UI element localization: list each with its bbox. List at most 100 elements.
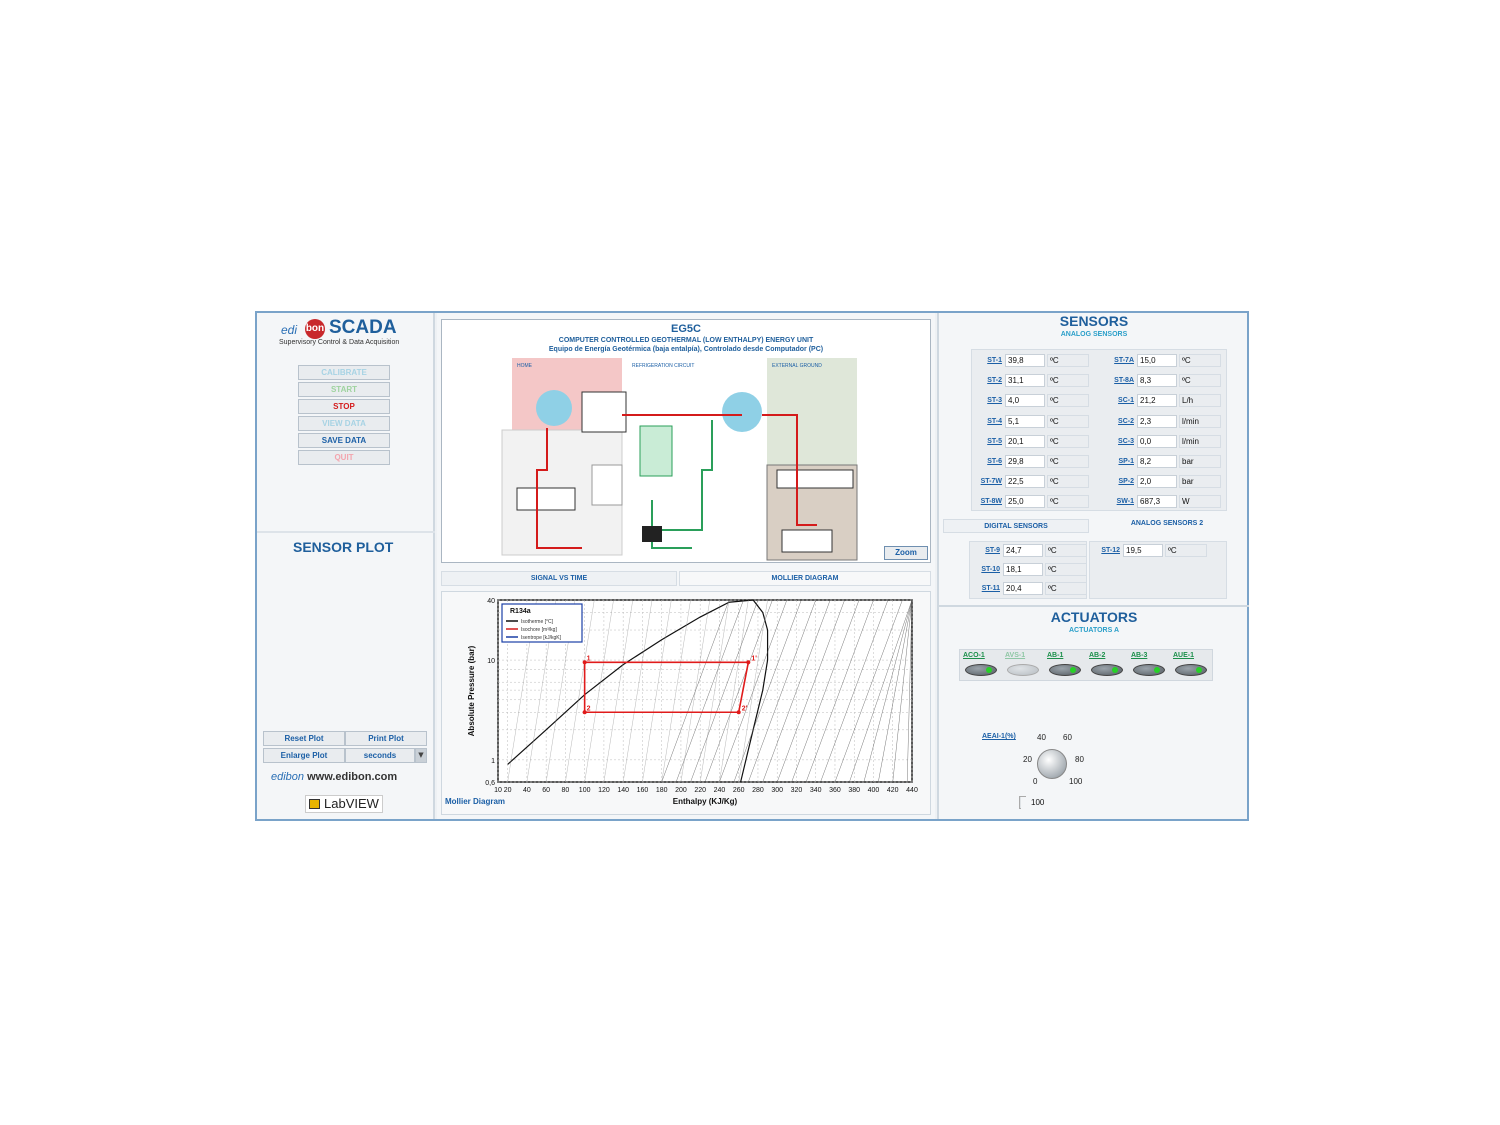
scada-window: edi bon SCADA Supervisory Control & Data… — [255, 311, 1249, 821]
view-data-button[interactable]: VIEW DATA — [298, 416, 390, 431]
reset-plot-button[interactable]: Reset Plot — [263, 731, 345, 746]
sensor-value: 8,3 — [1137, 374, 1177, 388]
actuator-aue-1[interactable]: AUE-1 — [1173, 652, 1211, 680]
aeai-1-knob[interactable] — [1037, 749, 1067, 779]
stop-button[interactable]: STOP — [298, 399, 390, 414]
zoom-button[interactable]: Zoom — [884, 546, 928, 560]
isentrope-line — [777, 599, 845, 783]
actuator-toggle[interactable] — [1133, 664, 1165, 676]
sensor-id-label[interactable]: ST-2 — [987, 377, 1002, 385]
sensor-id-label[interactable]: ST-3 — [987, 397, 1002, 405]
cooling-unit-box — [781, 529, 833, 553]
sensor-id-label[interactable]: ST-9 — [985, 547, 1000, 554]
sensor-id-label[interactable]: ST-8W — [980, 498, 1002, 506]
print-plot-button[interactable]: Print Plot — [345, 731, 427, 746]
cycle-point — [736, 710, 741, 715]
cycle-point-label: 1 — [587, 655, 591, 662]
logo-bon-badge: bon — [305, 319, 325, 339]
actuator-toggle[interactable] — [1091, 664, 1123, 676]
enlarge-plot-button[interactable]: Enlarge Plot — [263, 748, 345, 763]
save-data-button[interactable]: SAVE DATA — [298, 433, 390, 448]
isentrope-line — [675, 599, 744, 783]
actuator-toggle[interactable] — [1175, 664, 1207, 676]
x-tick-label: 160 — [637, 787, 649, 794]
sensor-value: 18,1 — [1003, 563, 1043, 576]
cycle-point — [582, 710, 587, 715]
sensor-value: 15,0 — [1137, 354, 1177, 367]
compressor — [642, 526, 662, 542]
sensor-id-label[interactable]: ST-6 — [987, 458, 1002, 465]
tab-analog-sensors-2[interactable]: ANALOG SENSORS 2 — [1091, 517, 1243, 531]
x-tick-label: 180 — [656, 787, 668, 794]
sensor-unit: bar — [1179, 475, 1221, 489]
chevron-down-icon[interactable]: ▼ — [415, 748, 427, 763]
sensor-id-label[interactable]: ST-7W — [980, 478, 1002, 486]
tab-signal-vs-time[interactable]: SIGNAL VS TIME — [441, 571, 677, 586]
sensor-value: 2,3 — [1137, 414, 1177, 428]
sensor-value: 24,7 — [1003, 544, 1043, 557]
actuator-toggle[interactable] — [1007, 664, 1039, 676]
tab-mollier-diagram[interactable]: MOLLIER DIAGRAM — [679, 571, 931, 586]
time-units-select[interactable]: seconds — [345, 748, 415, 763]
isentrope-line — [863, 599, 913, 783]
x-tick-label: 400 — [868, 787, 880, 794]
sensor-id-label[interactable]: SP-1 — [1118, 458, 1134, 465]
actuator-avs-1[interactable]: AVS-1 — [1005, 652, 1043, 680]
knob-tick-40: 40 — [1037, 733, 1046, 742]
sensor-id-label[interactable]: ST-7A — [1114, 357, 1134, 364]
sensor-id-label[interactable]: ST-10 — [981, 566, 1000, 573]
sensor-id-label[interactable]: SC-1 — [1118, 397, 1134, 405]
sensor-id-label[interactable]: SW-1 — [1116, 498, 1134, 506]
ground-heat-exchanger-box — [776, 469, 854, 489]
y-tick-label: 10 — [487, 658, 495, 665]
labview-logo: LabVIEW — [305, 795, 383, 813]
actuator-toggle[interactable] — [965, 664, 997, 676]
actuator-label: ACO-1 — [963, 652, 985, 659]
isotherm-line — [603, 599, 633, 783]
legend-entry: Isotherme [°C] — [521, 619, 554, 625]
sensor-id-label[interactable]: SC-3 — [1118, 437, 1134, 445]
quit-button[interactable]: QUIT — [298, 450, 390, 465]
saturation-liquid-line — [507, 599, 754, 765]
x-tick-label: 60 — [542, 787, 550, 794]
actuator-ab-3[interactable]: AB-3 — [1131, 652, 1169, 680]
tab-digital-sensors[interactable]: DIGITAL SENSORS — [943, 519, 1089, 533]
sensor-unit: L/h — [1179, 394, 1221, 408]
sensor-id-label[interactable]: ST-5 — [987, 437, 1002, 445]
green-pipe-bottom — [651, 500, 692, 549]
sensor-id-label[interactable]: ST-11 — [981, 585, 1000, 592]
isentrope-line — [690, 599, 759, 783]
sensor-value: 19,5 — [1123, 544, 1163, 557]
sensor-id-label[interactable]: SP-2 — [1118, 478, 1134, 486]
process-schematic: HOME REFRIGERATION CIRCUIT EXTERNAL GROU… — [501, 358, 858, 561]
actuator-label: AB-2 — [1089, 652, 1106, 659]
sensor-plot-title: SENSOR PLOT — [293, 539, 394, 555]
actuator-aco-1[interactable]: ACO-1 — [963, 652, 1001, 680]
sensor-id-label[interactable]: SC-2 — [1118, 417, 1134, 425]
x-axis-label: Enthalpy (KJ/Kg) — [673, 797, 738, 806]
isotherm-line — [565, 599, 595, 783]
sensor-id-label[interactable]: ST-8A — [1114, 377, 1134, 385]
sensor-unit: ºC — [1047, 394, 1089, 408]
sensor-id-label[interactable]: ST-4 — [987, 417, 1002, 425]
actuator-toggle[interactable] — [1049, 664, 1081, 676]
start-button[interactable]: START — [298, 382, 390, 397]
isotherm-line — [680, 599, 710, 783]
divider — [257, 531, 435, 533]
actuator-ab-1[interactable]: AB-1 — [1047, 652, 1085, 680]
sensor-id-label[interactable]: ST-1 — [987, 357, 1002, 364]
calibrate-button[interactable]: CALIBRATE — [298, 365, 390, 380]
x-tick-label: 200 — [675, 787, 687, 794]
cycle-point-label: 2 — [587, 705, 591, 712]
x-tick-label: 420 — [887, 787, 899, 794]
sensor-id-label[interactable]: ST-12 — [1101, 547, 1120, 554]
sensor-value: 4,0 — [1005, 394, 1045, 408]
knob-value[interactable]: 100 — [1021, 797, 1091, 809]
actuator-ab-2[interactable]: AB-2 — [1089, 652, 1127, 680]
